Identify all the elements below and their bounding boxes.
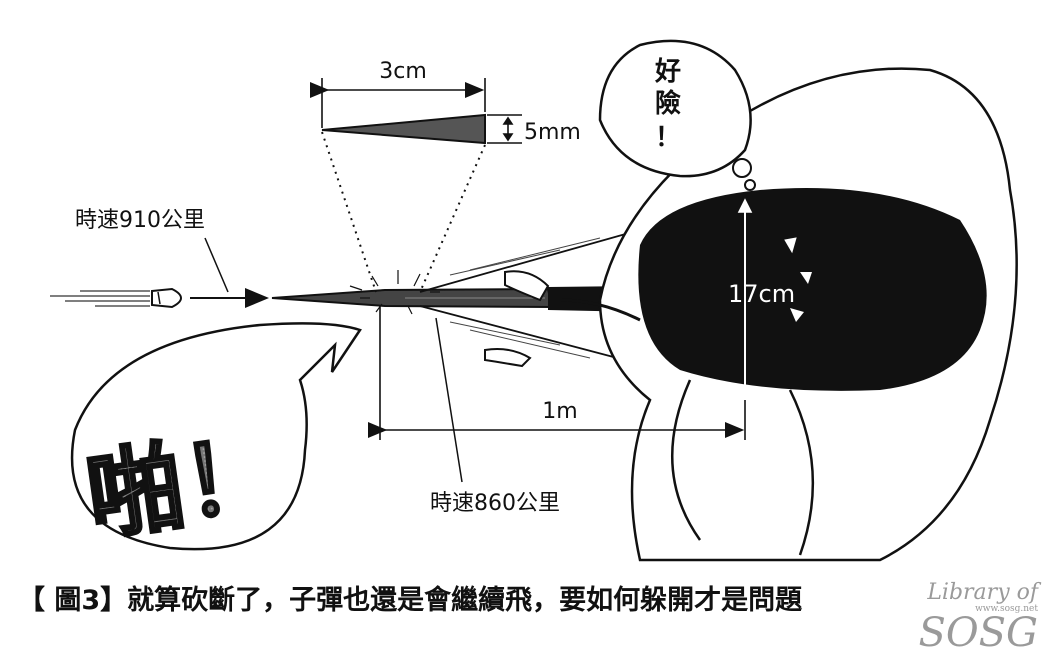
thought-bubble: 好 險 ！	[598, 39, 756, 191]
sweat-drop-icon	[800, 272, 812, 284]
label-speed-before: 時速910公里	[75, 208, 205, 233]
label-speed-after: 時速860公里	[430, 491, 560, 516]
watermark: Library of www.sosg.net SOSG	[918, 580, 1038, 656]
shock-sfx-text: 啪！	[80, 416, 286, 554]
dimension-3cm	[310, 78, 486, 128]
label-distance: 1m	[542, 399, 577, 424]
sweat-drop-icon	[784, 237, 797, 254]
bullet-incoming	[151, 287, 182, 309]
zoom-line-left	[321, 131, 377, 293]
label-spread: 17cm	[728, 280, 795, 308]
watermark-url: www.sosg.net	[975, 604, 1038, 614]
thought-char-1: 好	[654, 57, 681, 87]
thought-char-3: ！	[655, 123, 681, 153]
diagram-canvas: 3cm 5mm 時速910公里 17cm	[50, 39, 1018, 562]
label-blade-thickness: 5mm	[524, 120, 581, 145]
sweat-drop-icon	[790, 308, 804, 322]
speed-lines-split	[449, 237, 601, 359]
speed-lines	[50, 290, 150, 307]
dimension-1m	[368, 306, 745, 440]
watermark-line1: Library of	[927, 580, 1038, 605]
zoom-line-right	[419, 144, 486, 293]
figure-caption: 【 圖3】就算砍斷了，子彈也還是會繼續飛，要如何躲開才是問題	[18, 585, 803, 616]
blade-cross-section	[321, 113, 486, 145]
dimension-5mm	[487, 114, 522, 144]
shock-bubble: 啪！	[70, 322, 362, 556]
watermark-line2: SOSG	[918, 610, 1038, 656]
dimension-17cm	[737, 198, 753, 440]
leader-speed-before	[204, 237, 229, 293]
thought-char-2: 險	[655, 88, 681, 119]
label-blade-length: 3cm	[379, 59, 427, 84]
leader-speed-after	[435, 317, 463, 483]
impact-spark	[349, 270, 440, 315]
